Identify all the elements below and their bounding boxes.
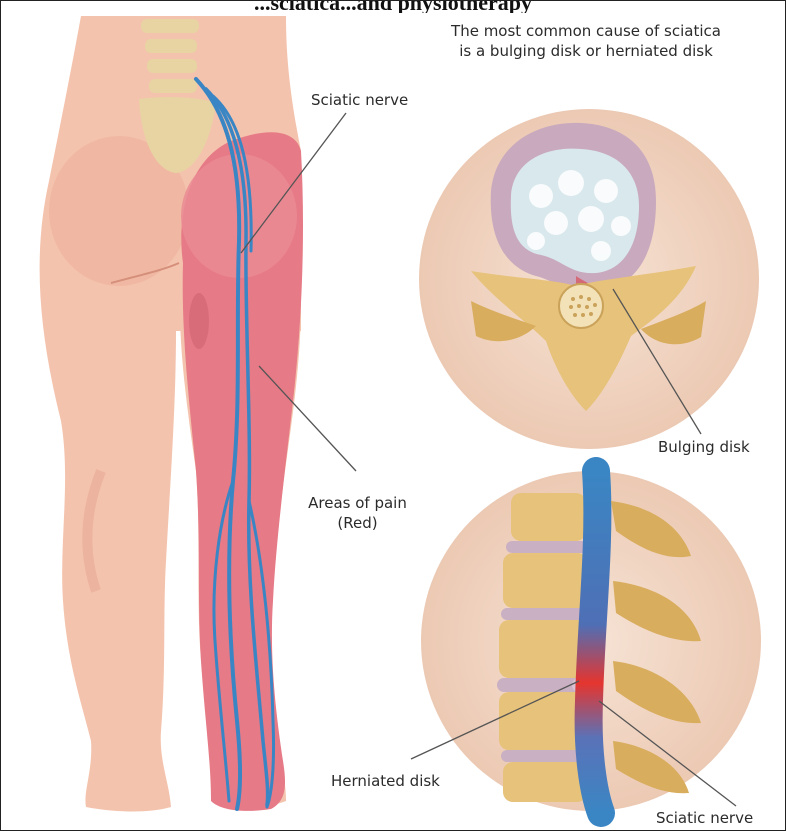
herniated-disk-figure xyxy=(421,471,761,813)
label-areas-of-pain-line1: Areas of pain xyxy=(305,493,410,513)
disk-1 xyxy=(506,541,591,553)
label-areas-of-pain: Areas of pain (Red) xyxy=(305,493,410,533)
vertebra-1 xyxy=(511,493,586,541)
disk-4 xyxy=(501,750,587,762)
vertebra-3 xyxy=(499,620,589,678)
label-areas-of-pain-line2: (Red) xyxy=(305,513,410,533)
vertebra-5 xyxy=(503,762,587,802)
vertebra-2 xyxy=(503,553,588,608)
caption-line-1: The most common cause of sciatica xyxy=(421,21,751,41)
vertebra-4 xyxy=(499,692,587,750)
body-back-view xyxy=(40,16,303,812)
bulging-disk-figure xyxy=(419,109,759,449)
label-sciatic-nerve-top: Sciatic nerve xyxy=(311,90,408,110)
disk-2 xyxy=(501,608,589,620)
label-bulging-disk: Bulging disk xyxy=(658,437,750,457)
label-herniated-disk: Herniated disk xyxy=(331,771,440,791)
label-sciatic-nerve-bottom: Sciatic nerve xyxy=(656,808,753,828)
caption-line-2: is a bulging disk or herniated disk xyxy=(421,41,751,61)
right-knee-shadow xyxy=(189,293,209,349)
spinal-nerve-channel xyxy=(589,471,601,813)
cause-caption: The most common cause of sciatica is a b… xyxy=(421,21,751,61)
